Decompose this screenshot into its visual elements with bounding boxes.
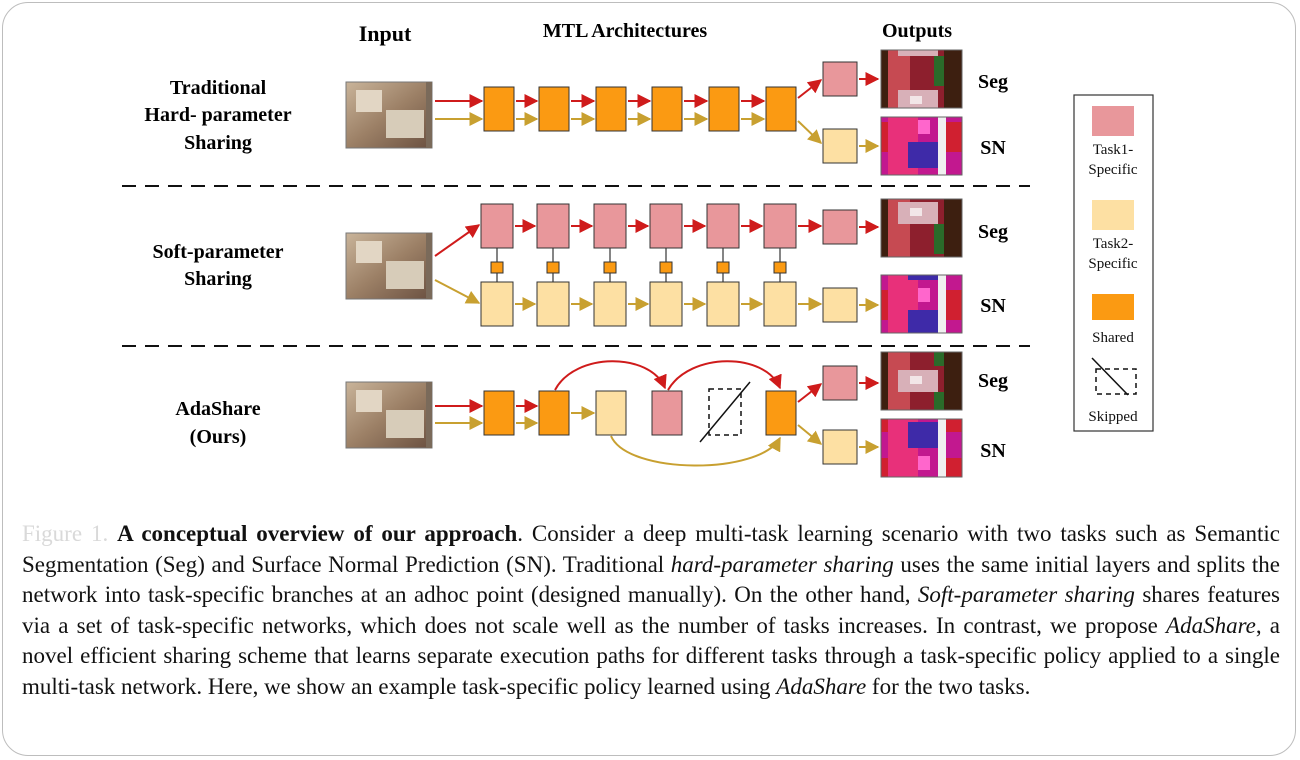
- task2-layer-block: [595, 390, 627, 436]
- task2-layer-block: [706, 281, 740, 327]
- task2-layer-block: [763, 281, 797, 327]
- task1-layer-block: [480, 203, 514, 249]
- architecture-diagram: Input MTL Architectures Outputs Traditio…: [122, 20, 1154, 478]
- task1-head-block: [822, 61, 858, 97]
- output-label-seg: Seg: [978, 370, 1008, 392]
- output-label-sn: SN: [980, 137, 1006, 159]
- legend-shared-label: Shared: [1092, 330, 1134, 346]
- task1-layer-block: [706, 203, 740, 249]
- output-seg-image-row1: [880, 49, 963, 109]
- legend-task1-swatch: [1092, 106, 1134, 136]
- legend-task1-label-line2: Specific: [1088, 162, 1137, 178]
- output-sn-image-row2: [880, 274, 963, 334]
- shared-layer-block: [651, 86, 683, 132]
- task1-layer-block: [536, 203, 570, 249]
- legend-task2-label-line1: Task2-: [1093, 236, 1134, 252]
- row1-label-line1: Traditional: [170, 77, 267, 99]
- header-input: Input: [359, 21, 412, 46]
- cross-stitch-unit: [546, 261, 560, 274]
- row3-network: [435, 360, 880, 467]
- task2-head-block: [822, 429, 858, 465]
- row2-label-line1: Soft-parameter: [152, 241, 283, 263]
- figure-caption: Figure 1. A conceptual overview of our a…: [22, 519, 1280, 702]
- task2-layer-block: [536, 281, 570, 327]
- task2-layer-block: [649, 281, 683, 327]
- task1-layer-block: [649, 203, 683, 249]
- caption-text: . Consider a deep multi-task learning sc…: [22, 521, 1280, 577]
- task2-head-block: [822, 287, 858, 323]
- legend: Task1- Specific Task2- Specific Shared S…: [1073, 94, 1154, 432]
- caption-text: for the two tasks.: [866, 673, 1031, 699]
- shared-layer-block: [765, 86, 797, 132]
- header-outputs: Outputs: [882, 20, 952, 42]
- output-seg-image-row2: [880, 198, 963, 258]
- output-sn-image-row3: [880, 418, 963, 478]
- output-label-seg: Seg: [978, 221, 1008, 243]
- caption-text: shares features via a set of task-specif…: [22, 582, 1281, 638]
- caption-text: uses the same initial layers and splits …: [22, 551, 1281, 608]
- figure-tag: Figure 1.: [22, 521, 109, 546]
- task1-layer-block: [763, 203, 797, 249]
- row3-label-line2: (Ours): [190, 426, 247, 448]
- legend-skipped-label: Skipped: [1088, 409, 1138, 425]
- caption-bold-title: A conceptual overview of our approach: [117, 521, 518, 546]
- cross-stitch-unit: [490, 261, 504, 274]
- row2-network: [434, 203, 880, 327]
- shared-layer-block: [538, 86, 570, 132]
- output-sn-image-row1: [880, 116, 963, 176]
- output-seg-image-row3: [880, 351, 963, 411]
- task2-layer-block: [593, 281, 627, 327]
- task1-head-block: [822, 209, 858, 245]
- caption-text: , a novel efficient sharing scheme that …: [22, 612, 1280, 699]
- skipped-block: [699, 381, 751, 443]
- shared-layer-block: [538, 390, 570, 436]
- legend-task1-label-line1: Task1-: [1093, 142, 1134, 158]
- task1-layer-block: [651, 390, 683, 436]
- task2-head-block: [822, 128, 858, 164]
- input-image-row3: [345, 381, 433, 449]
- shared-layer-block: [595, 86, 627, 132]
- cross-stitch-unit: [659, 261, 673, 274]
- caption-italic: AdaShare: [776, 673, 867, 699]
- output-label-sn: SN: [980, 440, 1006, 462]
- header-architectures: MTL Architectures: [543, 20, 707, 42]
- row2-label-line2: Sharing: [184, 268, 252, 290]
- input-image-row1: [345, 81, 433, 149]
- cross-stitch-unit: [603, 261, 617, 274]
- caption-italic: AdaShare: [1166, 612, 1256, 638]
- legend-shared-swatch: [1092, 294, 1134, 320]
- output-label-seg: Seg: [978, 71, 1008, 93]
- row1-label-line3: Sharing: [184, 132, 252, 154]
- input-image-row2: [345, 232, 433, 300]
- legend-skipped-symbol: [1091, 357, 1137, 396]
- output-label-sn: SN: [980, 295, 1006, 317]
- task2-layer-block: [480, 281, 514, 327]
- row1-network: [435, 61, 880, 164]
- shared-layer-block: [483, 86, 515, 132]
- task1-head-block: [822, 365, 858, 401]
- caption-italic: Soft-parameter sharing: [917, 582, 1135, 607]
- shared-layer-block: [765, 390, 797, 436]
- cross-stitch-unit: [716, 261, 730, 274]
- row1-label-line2: Hard- parameter: [144, 104, 291, 126]
- row3-label-line1: AdaShare: [175, 398, 260, 420]
- legend-task2-swatch: [1092, 200, 1134, 230]
- legend-task2-label-line2: Specific: [1088, 256, 1137, 272]
- cross-stitch-unit: [773, 261, 787, 274]
- shared-layer-block: [483, 390, 515, 436]
- task1-layer-block: [593, 203, 627, 249]
- caption-italic: hard-parameter sharing: [670, 551, 894, 577]
- shared-layer-block: [708, 86, 740, 132]
